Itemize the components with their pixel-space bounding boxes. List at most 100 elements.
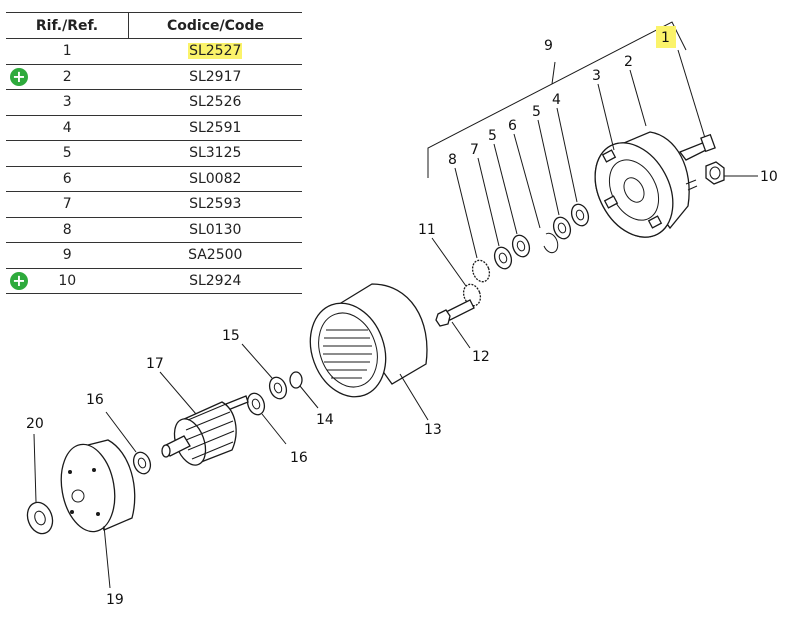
part-3-housing[interactable] [580, 129, 698, 250]
part-code[interactable]: SL2917 [189, 68, 242, 85]
part-13-stator[interactable] [298, 283, 429, 421]
label-2: 2 [624, 54, 633, 70]
cell-ref: 5 [6, 140, 129, 167]
cell-code: SL2917 [128, 64, 302, 90]
part-code[interactable]: SL2527 [188, 43, 243, 60]
label-15: 15 [222, 328, 240, 344]
cell-code: SL3125 [128, 140, 302, 167]
ref-number: 3 [62, 94, 72, 111]
label-16a: 16 [86, 392, 104, 408]
part-6-circlip[interactable] [513, 133, 559, 254]
part-16-bearing-b[interactable] [105, 411, 153, 476]
part-15-washer[interactable] [241, 343, 289, 401]
part-code[interactable]: SL2593 [189, 196, 242, 213]
cell-code: SL2593 [128, 191, 302, 218]
label-12: 12 [472, 349, 490, 365]
bracket-tick [551, 61, 556, 85]
label-14: 14 [316, 412, 334, 428]
part-5-washer-b[interactable] [493, 143, 532, 259]
add-to-cart-icon[interactable]: + [10, 271, 28, 290]
ref-number: 10 [58, 272, 77, 289]
table-row[interactable]: 3 SL2526 [6, 89, 302, 116]
ref-number: 1 [62, 43, 72, 60]
label-1-highlight [656, 26, 676, 48]
part-code[interactable]: SL0130 [189, 221, 242, 238]
part-code[interactable]: SL2591 [189, 119, 242, 136]
table-row[interactable]: 6 SL0082 [6, 166, 302, 192]
table-row[interactable]: 7 SL2593 [6, 191, 302, 218]
leader-3 [597, 83, 615, 151]
ref-number: 8 [62, 221, 72, 238]
label-1: 1 [661, 30, 670, 46]
cell-code: SL2527 [128, 38, 302, 65]
cell-ref: 8 [6, 217, 129, 243]
part-4-washer[interactable] [556, 107, 591, 228]
header-ref: Rif./Ref. [6, 12, 129, 39]
table-row[interactable]: 1 SL2527 [6, 38, 302, 65]
label-7: 7 [470, 142, 479, 158]
cell-code: SL2591 [128, 115, 302, 141]
part-5-washer[interactable] [537, 119, 573, 241]
cell-ref: 7 [6, 191, 129, 218]
label-10: 10 [760, 169, 778, 185]
cell-code: SL2526 [128, 89, 302, 116]
label-16b: 16 [290, 450, 308, 466]
part-code[interactable]: SL3125 [189, 145, 242, 162]
table-row[interactable]: 5 SL3125 [6, 140, 302, 167]
label-20: 20 [26, 416, 44, 432]
part-1[interactable] [677, 49, 716, 161]
part-14-bearing[interactable] [289, 371, 319, 409]
cell-code: SL0130 [128, 217, 302, 243]
header-code: Codice/Code [128, 12, 302, 39]
label-5b: 5 [488, 128, 497, 144]
ref-number: 5 [62, 145, 72, 162]
table-row[interactable]: +10 SL2924 [6, 268, 302, 294]
cell-ref: +2 [6, 64, 129, 90]
table-row[interactable]: 8 SL0130 [6, 217, 302, 243]
ref-number: 6 [62, 170, 72, 187]
cell-ref: 9 [6, 242, 129, 269]
ref-number: 4 [62, 119, 72, 136]
cell-code: SA2500 [128, 242, 302, 269]
part-code[interactable]: SL0082 [189, 170, 242, 187]
cell-code: SL0082 [128, 166, 302, 192]
label-3: 3 [592, 68, 601, 84]
add-to-cart-icon[interactable]: + [10, 67, 28, 86]
part-code[interactable]: SL2526 [189, 94, 242, 111]
table-row[interactable]: 9 SA2500 [6, 242, 302, 269]
part-19-end-plate[interactable] [55, 439, 136, 589]
label-17: 17 [146, 356, 164, 372]
part-7-washer[interactable] [477, 157, 514, 271]
label-11: 11 [418, 222, 436, 238]
part-10-nut[interactable] [705, 161, 758, 185]
part-code[interactable]: SL2924 [189, 272, 242, 289]
cell-code: SL2924 [128, 268, 302, 294]
part-16-bearing-a[interactable] [245, 391, 287, 445]
cell-ref: 6 [6, 166, 129, 192]
label-5a: 5 [532, 104, 541, 120]
label-4: 4 [552, 92, 561, 108]
part-17-rotor[interactable] [159, 371, 249, 469]
part-8-gear[interactable] [454, 167, 492, 284]
ref-number: 9 [62, 247, 72, 264]
label-6: 6 [508, 118, 517, 134]
assembly-bracket [427, 21, 687, 178]
cell-ref: 4 [6, 115, 129, 141]
label-9: 9 [544, 38, 553, 54]
part-11-pinion[interactable] [431, 237, 483, 308]
ref-number: 7 [62, 196, 72, 213]
cell-ref: 3 [6, 89, 129, 116]
cell-ref: 1 [6, 38, 129, 65]
table-row[interactable]: +2 SL2917 [6, 64, 302, 90]
part-12-shaft[interactable] [435, 299, 475, 349]
ref-number: 2 [62, 68, 72, 85]
label-8: 8 [448, 152, 457, 168]
label-19: 19 [106, 592, 124, 608]
table-row[interactable]: 4 SL2591 [6, 115, 302, 141]
leader-2 [629, 69, 647, 127]
part-code[interactable]: SA2500 [188, 247, 243, 264]
part-20-washer[interactable] [23, 433, 56, 537]
cell-ref: +10 [6, 268, 129, 294]
